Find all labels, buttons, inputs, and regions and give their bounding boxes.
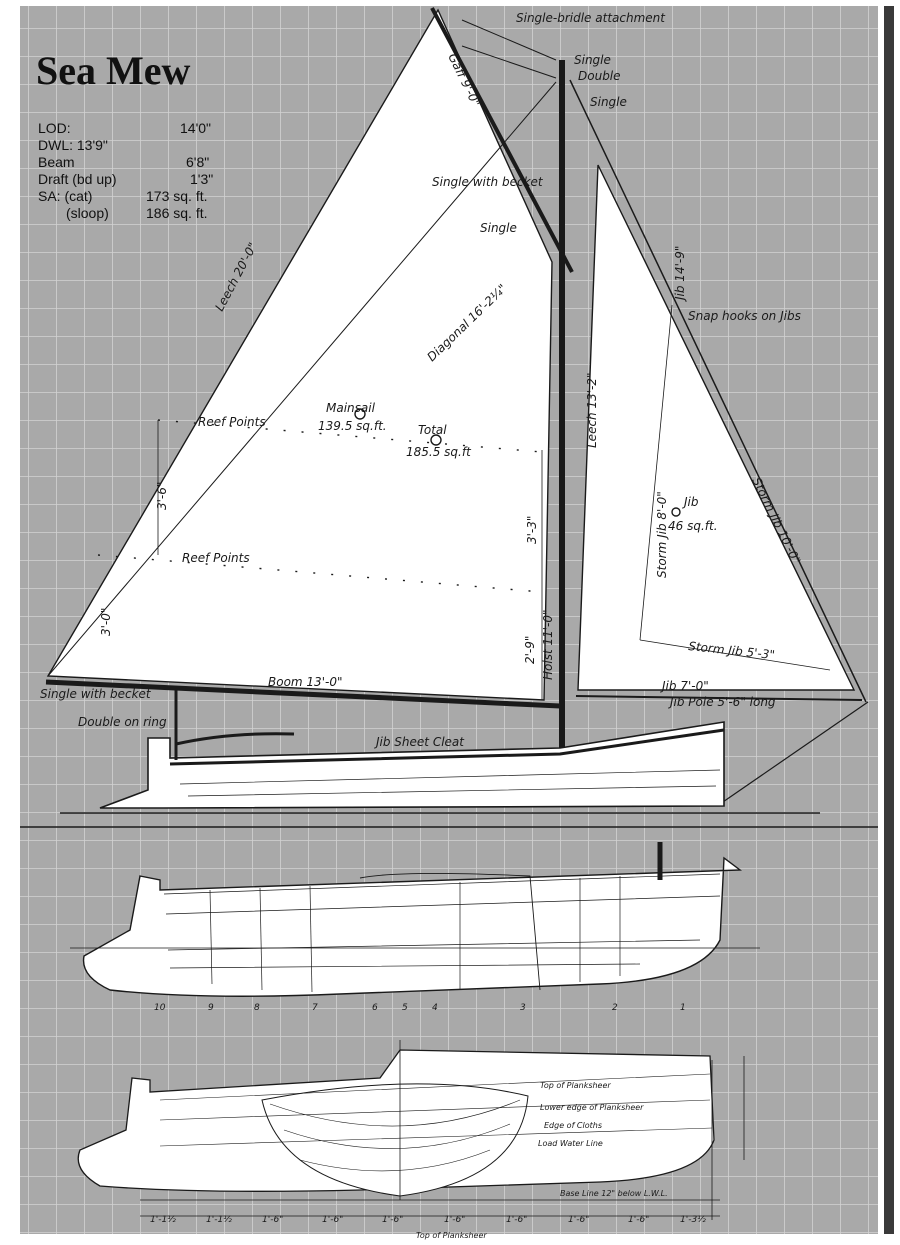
svg-text:Base Line 12" below L.W.L.: Base Line 12" below L.W.L. bbox=[560, 1189, 668, 1198]
bridle-line-2 bbox=[461, 45, 557, 79]
jib-sail bbox=[577, 164, 856, 691]
svg-text:1'-3½: 1'-3½ bbox=[680, 1215, 706, 1225]
label-hoist-dim1: 3'-3" bbox=[525, 516, 539, 544]
diagonal-line bbox=[47, 81, 557, 677]
interior-station-numbers: 10 9 8 7 6 5 4 3 2 1 bbox=[154, 1003, 686, 1013]
svg-text:SA: (cat): SA: (cat) bbox=[38, 188, 92, 204]
label-double-top: Double bbox=[578, 69, 621, 83]
svg-text:173 sq. ft.: 173 sq. ft. bbox=[146, 188, 207, 204]
lines-offset-dims: 1'-1½ 1'-1½ 1'-6" 1'-6" 1'-6" 1'-6" 1'-6… bbox=[150, 1215, 706, 1225]
label-hoist-dim2: 2'-9" bbox=[523, 636, 537, 664]
storm-jib-outline bbox=[639, 304, 831, 671]
svg-text:Beam: Beam bbox=[38, 154, 75, 170]
svg-text:Top of Planksheer: Top of Planksheer bbox=[416, 1231, 487, 1240]
bridle-line bbox=[461, 19, 557, 61]
svg-text:1'-6": 1'-6" bbox=[628, 1215, 649, 1225]
sail-plan bbox=[45, 7, 869, 805]
svg-text:8: 8 bbox=[254, 1003, 260, 1013]
page-title: Sea Mew bbox=[36, 48, 191, 93]
label-mainsail-area: 139.5 sq.ft. bbox=[318, 419, 387, 433]
label-total: Total bbox=[418, 423, 447, 437]
gaff-spar bbox=[430, 7, 574, 273]
label-jib-sheet-cleat: Jib Sheet Cleat bbox=[374, 735, 465, 749]
label-reef-dim1: 3'-6" bbox=[155, 482, 169, 510]
svg-text:3: 3 bbox=[520, 1003, 526, 1013]
svg-text:4: 4 bbox=[432, 1003, 438, 1013]
label-jib: Jib bbox=[682, 495, 699, 509]
label-reef-dim2: 3'-0" bbox=[99, 608, 113, 636]
svg-text:Draft (bd up): Draft (bd up) bbox=[38, 171, 117, 187]
svg-text:1'3": 1'3" bbox=[190, 171, 213, 187]
label-jib-area: 46 sq.ft. bbox=[668, 519, 718, 533]
label-single-becket-boom: Single with becket bbox=[40, 687, 152, 701]
interior-frames bbox=[209, 876, 621, 993]
section-body-plan bbox=[261, 1083, 529, 1197]
svg-text:Top of Planksheer: Top of Planksheer bbox=[540, 1081, 611, 1090]
svg-text:5: 5 bbox=[402, 1003, 408, 1013]
jib-center-of-effort bbox=[671, 507, 681, 517]
label-single-mid: Single bbox=[480, 221, 517, 235]
svg-text:9: 9 bbox=[208, 1003, 214, 1013]
svg-text:Edge of Cloths: Edge of Cloths bbox=[544, 1121, 602, 1130]
label-leech-jib: Leech 13'-2" bbox=[585, 372, 599, 448]
total-center-of-effort bbox=[430, 434, 442, 446]
label-single-becket-top: Single with becket bbox=[432, 175, 544, 189]
svg-text:LOD:: LOD: bbox=[38, 120, 71, 136]
boom-spar bbox=[45, 679, 561, 709]
svg-text:14'0": 14'0" bbox=[180, 120, 211, 136]
svg-text:1'-6": 1'-6" bbox=[322, 1215, 343, 1225]
svg-text:1'-1½: 1'-1½ bbox=[206, 1215, 232, 1225]
svg-text:6'8": 6'8" bbox=[186, 154, 209, 170]
svg-text:1'-1½: 1'-1½ bbox=[150, 1215, 176, 1225]
label-reef-top: Reef Points bbox=[198, 415, 266, 429]
interior-profile-view bbox=[70, 842, 760, 997]
mainsail-center-of-effort bbox=[354, 408, 366, 420]
svg-text:DWL: 13'9": DWL: 13'9" bbox=[38, 137, 108, 153]
label-jib-foot: Jib 7'-0" bbox=[660, 679, 709, 693]
label-total-area: 185.5 sq.ft bbox=[406, 445, 472, 459]
svg-text:6: 6 bbox=[372, 1003, 378, 1013]
svg-text:1'-6": 1'-6" bbox=[568, 1215, 589, 1225]
svg-text:7: 7 bbox=[312, 1003, 318, 1013]
svg-text:10: 10 bbox=[154, 1003, 166, 1013]
specs-table: LOD: 14'0" DWL: 13'9" Beam 6'8" Draft (b… bbox=[38, 120, 213, 221]
svg-text:(sloop): (sloop) bbox=[66, 205, 109, 221]
svg-text:Load Water Line: Load Water Line bbox=[538, 1139, 603, 1148]
svg-text:186 sq. ft.: 186 sq. ft. bbox=[146, 205, 207, 221]
label-bridle: Single-bridle attachment bbox=[516, 11, 666, 25]
hull-profile bbox=[60, 690, 820, 814]
right-frame-bar bbox=[884, 6, 894, 1234]
label-snap-hooks: Snap hooks on Jibs bbox=[688, 309, 801, 323]
label-luff-jib: Jib 14'-9" bbox=[673, 246, 687, 302]
bobstay bbox=[719, 701, 869, 805]
svg-text:1'-6": 1'-6" bbox=[382, 1215, 403, 1225]
svg-text:1'-6": 1'-6" bbox=[444, 1215, 465, 1225]
mainsail bbox=[46, 8, 553, 701]
jib-pole bbox=[575, 695, 863, 701]
label-storm-jib-vert: Storm Jib 8'-0" bbox=[655, 491, 669, 578]
label-mainsail: Mainsail bbox=[326, 401, 376, 415]
label-reef-bottom: Reef Points bbox=[182, 551, 250, 565]
lines-labels: Top of Planksheer Lower edge of Plankshe… bbox=[416, 1081, 668, 1240]
tiller bbox=[175, 732, 295, 746]
label-boom: Boom 13'-0" bbox=[268, 675, 342, 689]
label-jib-pole: Jib Pole 5'-6" long bbox=[668, 695, 776, 709]
svg-text:1: 1 bbox=[680, 1003, 686, 1013]
svg-text:Lower edge of Planksheer: Lower edge of Planksheer bbox=[540, 1103, 644, 1112]
label-hoist: Hoist 11'-0" bbox=[541, 609, 555, 680]
svg-text:1'-6": 1'-6" bbox=[262, 1215, 283, 1225]
label-double-ring: Double on ring bbox=[78, 715, 167, 729]
lines-drawing-view bbox=[77, 1040, 745, 1220]
label-single-top: Single bbox=[574, 53, 611, 67]
label-single-top2: Single bbox=[590, 95, 627, 109]
svg-text:2: 2 bbox=[612, 1003, 618, 1013]
forestay bbox=[569, 79, 867, 703]
svg-text:1'-6": 1'-6" bbox=[506, 1215, 527, 1225]
